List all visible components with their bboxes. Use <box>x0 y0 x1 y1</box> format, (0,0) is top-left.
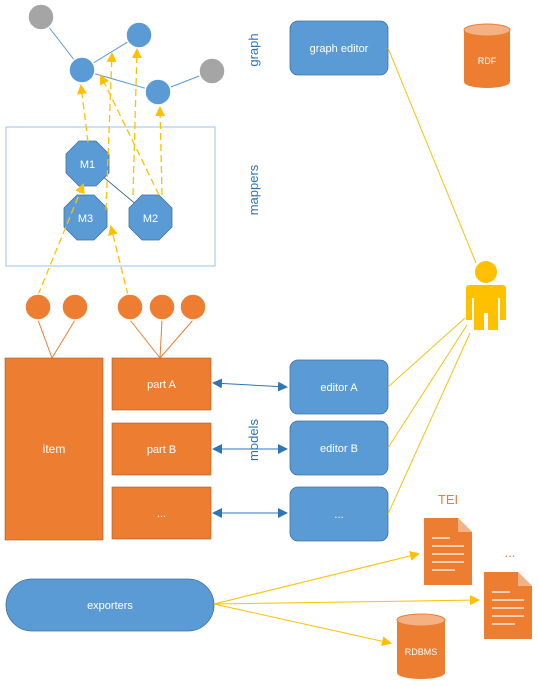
exporters-label: exporters <box>87 600 133 612</box>
mapping-arrow <box>105 52 117 211</box>
mapper-m2-label: M2 <box>143 213 158 225</box>
mapping-arrow <box>100 74 160 196</box>
item-label: item <box>43 442 66 456</box>
mappers-section-label: mappers <box>246 164 261 215</box>
graph-node-blue <box>68 56 96 84</box>
item-port <box>61 293 89 321</box>
part-editor-arrow <box>212 378 288 392</box>
mapping-arrows <box>37 48 166 296</box>
graph-node-gray <box>198 57 226 85</box>
user-icon <box>466 261 506 330</box>
item-connectors <box>37 319 194 359</box>
mapper-m3[interactable] <box>63 194 108 241</box>
graph-edges <box>40 16 213 93</box>
connector-line <box>159 319 163 359</box>
mapper-m1[interactable] <box>65 140 110 187</box>
exporters-box[interactable] <box>5 578 215 632</box>
graph-section-label: graph <box>246 33 261 66</box>
tei-document-icon <box>424 518 472 585</box>
mapper-m1-label: M1 <box>80 159 95 171</box>
part-b-box[interactable] <box>111 422 212 476</box>
rdf-database-icon <box>463 23 511 88</box>
item-port <box>24 293 52 321</box>
document-icon <box>484 572 532 639</box>
mapper-m3-label: M3 <box>78 213 93 225</box>
part-editor-links <box>212 378 288 518</box>
graph-node-blue <box>144 78 172 106</box>
item-box[interactable] <box>4 357 104 541</box>
graph-editor-label: graph editor <box>310 43 369 55</box>
mapper-m2[interactable] <box>128 194 173 241</box>
mapping-arrow <box>155 106 166 196</box>
connector-line <box>37 319 53 359</box>
connector-line <box>129 319 161 359</box>
user-links <box>387 47 477 515</box>
export-arrow <box>213 603 392 647</box>
rdbms-database-icon <box>396 613 446 679</box>
mappers-container <box>5 126 216 267</box>
tei-label: TEI <box>438 492 458 507</box>
part-b-label: part B <box>147 444 176 456</box>
part-more-label: ... <box>157 508 166 520</box>
rdbms-label: RDBMS <box>405 647 438 657</box>
graph-node-gray <box>27 3 55 31</box>
user-link <box>387 324 468 449</box>
export-arrow <box>213 595 480 606</box>
rdf-label: RDF <box>478 56 497 66</box>
connector-line <box>159 319 194 359</box>
part-a-box[interactable] <box>111 357 212 411</box>
mapping-arrow <box>108 225 129 296</box>
part-a-label: part A <box>147 379 176 391</box>
models-section-label: models <box>246 419 261 461</box>
editor-more-label: ... <box>334 509 343 521</box>
editor-a-label: editor A <box>320 382 358 394</box>
mapping-arrow <box>37 183 85 296</box>
mapping-arrow <box>131 48 142 196</box>
part-port <box>179 293 207 321</box>
export-arrows <box>213 551 480 647</box>
user-link <box>387 332 471 515</box>
mapping-arrow <box>77 84 89 143</box>
user-link <box>387 317 466 388</box>
part-more-box[interactable] <box>111 486 212 540</box>
part-port <box>148 293 176 321</box>
editor-b-label: editor B <box>320 443 358 455</box>
user-link <box>387 47 477 264</box>
more-docs-label: ... <box>505 545 516 560</box>
connector-line <box>51 319 76 359</box>
part-port <box>116 293 144 321</box>
graph-node-blue <box>125 21 153 49</box>
export-arrow <box>213 551 420 605</box>
